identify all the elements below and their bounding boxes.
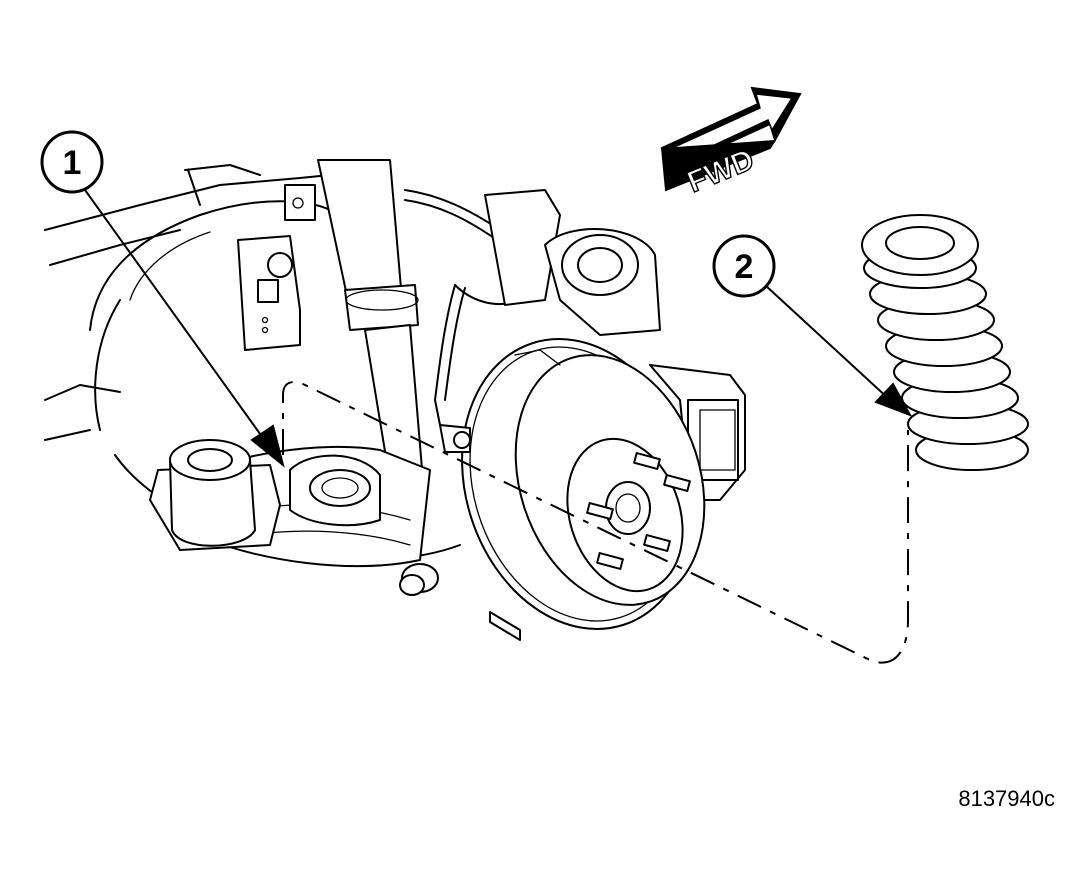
callout-number-1: 1 xyxy=(63,144,82,182)
installation-path-line xyxy=(282,381,909,664)
leader-arrow-2 xyxy=(874,382,913,417)
callout-number-2: 2 xyxy=(735,248,754,286)
callout-circle-1 xyxy=(40,130,104,194)
suspension-assembly xyxy=(44,159,746,641)
bushing-upper xyxy=(561,234,639,296)
brake-rotor xyxy=(461,338,706,641)
bushing-lower xyxy=(149,439,281,551)
brake-caliper xyxy=(649,364,746,501)
callout-circle-2 xyxy=(712,234,776,298)
forward-direction-arrow: FWD xyxy=(660,86,802,200)
coil-spring xyxy=(861,214,1029,471)
leader-arrow-1 xyxy=(250,424,285,468)
wheel-studs xyxy=(586,452,691,570)
callout-2: 2 xyxy=(712,234,913,417)
callout-1: 1 xyxy=(40,130,285,468)
figure-id: 8137940c xyxy=(958,786,1055,811)
